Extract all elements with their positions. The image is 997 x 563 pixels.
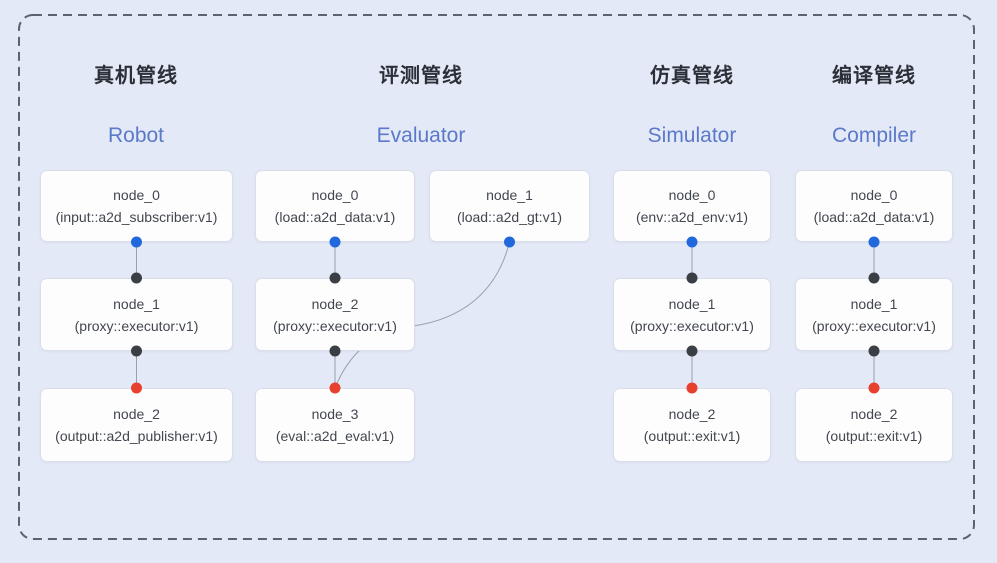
node-id: node_3 (311, 406, 359, 422)
node-id: node_0 (311, 187, 359, 203)
pipeline-title-cn-robot: 真机管线 (94, 65, 178, 87)
node-id: node_0 (850, 187, 898, 203)
node-type: (proxy::executor:v1) (273, 317, 397, 334)
node-id: node_1 (668, 295, 716, 312)
node-type: (eval::a2d_eval:v1) (275, 428, 395, 444)
node-box-simulator-node_1: node_1(proxy::executor:v1) (613, 278, 771, 351)
node-id: node_1 (850, 295, 898, 312)
node-type: (output::exit:v1) (643, 428, 741, 444)
node-box-robot-node_1: node_1(proxy::executor:v1) (40, 278, 233, 351)
node-id: node_2 (850, 406, 898, 422)
node-box-robot-node_2: node_2(output::a2d_publisher:v1) (40, 388, 233, 462)
node-type: (proxy::executor:v1) (812, 317, 936, 334)
node-box-compiler-node_0: node_0(load::a2d_data:v1) (795, 170, 953, 242)
node-box-evaluator-node_0: node_0(load::a2d_data:v1) (255, 170, 415, 242)
node-id: node_2 (668, 406, 716, 422)
pipeline-title-cn-compiler: 编译管线 (832, 65, 916, 87)
node-box-simulator-node_2: node_2(output::exit:v1) (613, 388, 771, 462)
node-type: (proxy::executor:v1) (74, 317, 199, 334)
node-type: (load::a2d_data:v1) (274, 209, 396, 225)
node-id: node_0 (668, 187, 716, 203)
node-box-simulator-node_0: node_0(env::a2d_env:v1) (613, 170, 771, 242)
node-box-compiler-node_2: node_2(output::exit:v1) (795, 388, 953, 462)
node-box-compiler-node_1: node_1(proxy::executor:v1) (795, 278, 953, 351)
pipeline-title-cn-evaluator: 评测管线 (379, 65, 463, 87)
node-box-evaluator-node_3: node_3(eval::a2d_eval:v1) (255, 388, 415, 462)
node-id: node_0 (113, 187, 160, 203)
node-id: node_2 (311, 295, 359, 312)
node-type: (output::exit:v1) (825, 428, 923, 444)
node-id: node_1 (113, 295, 160, 312)
pipeline-title-en-compiler: Compiler (831, 124, 917, 147)
pipeline-title-en-robot: Robot (107, 124, 165, 147)
node-type: (output::a2d_publisher:v1) (55, 428, 218, 444)
node-type: (input::a2d_subscriber:v1) (55, 209, 218, 225)
node-type: (load::a2d_data:v1) (813, 209, 935, 225)
node-id: node_1 (486, 187, 533, 203)
node-box-robot-node_0: node_0(input::a2d_subscriber:v1) (40, 170, 233, 242)
node-type: (env::a2d_env:v1) (635, 209, 749, 225)
pipeline-title-en-evaluator: Evaluator (376, 124, 466, 147)
node-type: (proxy::executor:v1) (630, 317, 754, 334)
node-box-evaluator-node_1: node_1(load::a2d_gt:v1) (429, 170, 590, 242)
node-type: (load::a2d_gt:v1) (456, 209, 563, 225)
node-box-evaluator-node_2: node_2(proxy::executor:v1) (255, 278, 415, 351)
node-id: node_2 (113, 406, 160, 422)
